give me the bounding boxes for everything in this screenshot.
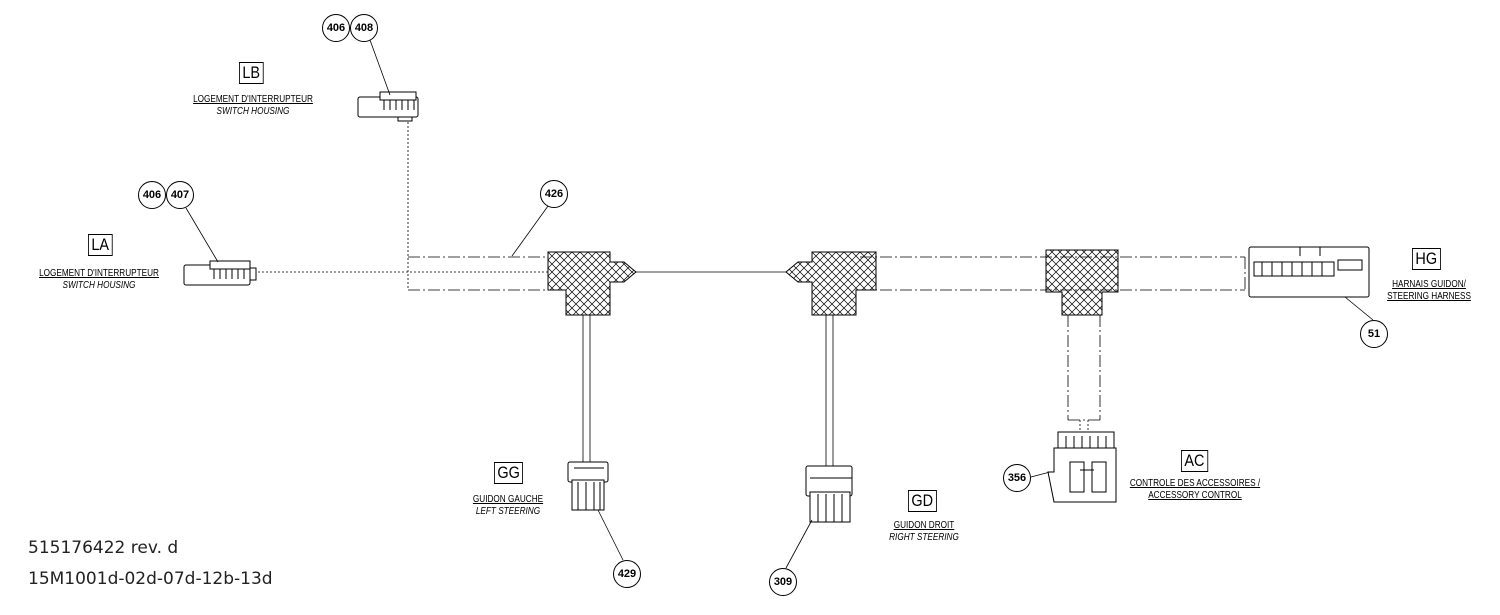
- callout-407: 407: [166, 181, 194, 209]
- label-hg-en: STEERING HARNESS: [1387, 291, 1471, 302]
- splice-left: [547, 251, 637, 316]
- gd-connector: [805, 465, 853, 523]
- la-connector: [183, 260, 257, 286]
- label-la: LOGEMENT D'INTERRUPTEUR SWITCH HOUSING: [38, 268, 161, 292]
- splice-right: [785, 251, 877, 316]
- callout-426: 426: [540, 180, 568, 208]
- lb-connector: [357, 91, 419, 122]
- callout-51: 51: [1360, 320, 1388, 348]
- label-lb-en: SWITCH HOUSING: [216, 106, 290, 117]
- hg-connector: [1248, 246, 1370, 298]
- code-ac: AC: [1181, 450, 1208, 472]
- splice-ac: [1045, 249, 1119, 316]
- label-gg-fr: GUIDON GAUCHE: [472, 494, 544, 505]
- callout-408: 408: [350, 14, 378, 42]
- label-lb-fr: LOGEMENT D'INTERRUPTEUR: [193, 94, 313, 105]
- label-la-en: SWITCH HOUSING: [62, 280, 136, 291]
- solid-wires: [582, 271, 834, 470]
- label-ac: CONTROLE DES ACCESSOIRES / ACCESSORY CON…: [1125, 478, 1264, 502]
- callout-356: 356: [1003, 464, 1031, 492]
- label-gd-fr: GUIDON DROIT: [893, 520, 955, 531]
- code-lb: LB: [239, 62, 264, 84]
- code-gg: GG: [494, 462, 524, 484]
- callout-309: 309: [769, 568, 797, 596]
- code-gd: GD: [908, 490, 937, 512]
- harness-trunk: [408, 256, 1246, 421]
- label-hg-fr: HARNAIS GUIDON/: [1392, 279, 1466, 290]
- label-gg-en: LEFT STEERING: [475, 506, 541, 517]
- dotted-wires: [258, 118, 1089, 432]
- label-ac-fr: CONTROLE DES ACCESSOIRES /: [1129, 478, 1261, 489]
- label-lb: LOGEMENT D'INTERRUPTEUR SWITCH HOUSING: [192, 94, 315, 118]
- label-gd-en: RIGHT STEERING: [889, 532, 959, 543]
- label-ac-en: ACCESSORY CONTROL: [1148, 490, 1242, 501]
- code-la: LA: [88, 234, 113, 256]
- label-hg: HARNAIS GUIDON/ STEERING HARNESS: [1384, 279, 1474, 303]
- drawing-number: 15M1001d-02d-07d-12b-13d: [28, 569, 273, 589]
- gg-connector: [567, 461, 609, 511]
- code-hg: HG: [1412, 248, 1441, 270]
- label-gd: GUIDON DROIT RIGHT STEERING: [875, 520, 973, 544]
- ac-connector: [1047, 431, 1117, 503]
- leader-lines: [185, 39, 1374, 569]
- callout-429: 429: [613, 560, 641, 588]
- part-number: 515176422 rev. d: [28, 538, 179, 558]
- callout-406-la: 406: [138, 181, 166, 209]
- label-la-fr: LOGEMENT D'INTERRUPTEUR: [39, 268, 159, 279]
- callout-406-lb: 406: [322, 14, 350, 42]
- label-gg: GUIDON GAUCHE LEFT STEERING: [459, 494, 557, 518]
